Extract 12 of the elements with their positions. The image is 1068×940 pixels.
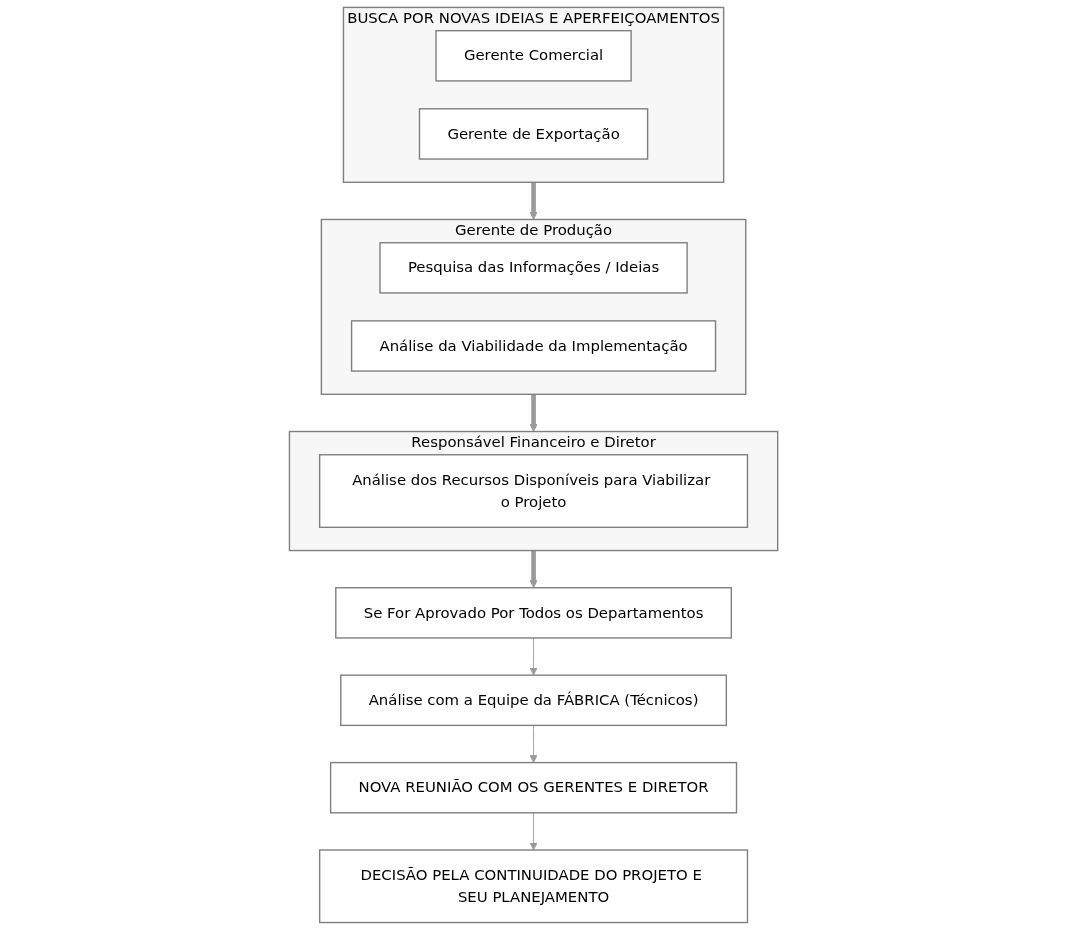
arrow	[529, 394, 539, 432]
node-box: Gerente Comercial	[435, 30, 633, 82]
node-box: Análise com a Equipe da FÁBRICA (Técnicos)	[340, 674, 728, 727]
node-box: DECISÃO PELA CONTINUIDADE DO PROJETO E SEU PLANEJAMENTO	[319, 849, 749, 924]
arrow	[529, 550, 539, 589]
node-box: Se For Aprovado Por Todos os Departamentos	[335, 587, 733, 639]
node-box: Análise dos Recursos Disponíveis para Viabilizar o Projeto	[319, 454, 749, 528]
node-box: Análise da Viabilidade da Implementação	[351, 320, 717, 372]
arrow	[529, 182, 539, 220]
node-box: Pesquisa das Informações / Ideias	[379, 242, 689, 294]
node-box: Gerente de Exportação	[419, 108, 649, 160]
node-box: NOVA REUNIÃO COM OS GERENTES E DIRETOR	[330, 761, 738, 814]
